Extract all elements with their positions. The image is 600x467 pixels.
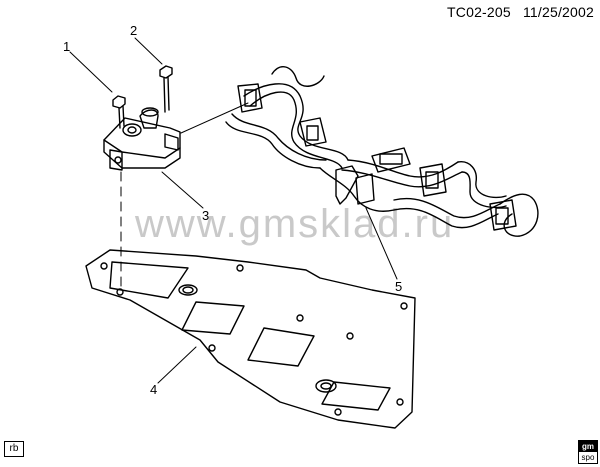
callout-4: 4 [150, 382, 158, 397]
gasket-plate [85, 249, 416, 429]
bolt-1 [112, 95, 126, 129]
wiring-harness [225, 66, 539, 237]
corner-tag: rb [4, 441, 24, 457]
gm-spo-logo: gm spo [578, 440, 598, 464]
callout-3: 3 [202, 208, 210, 223]
drawing-code: TC02-205 [447, 4, 511, 20]
control-module [103, 107, 181, 171]
leader-lines [69, 37, 398, 384]
bolt-2 [159, 65, 173, 113]
drawing-date: 11/25/2002 [522, 4, 594, 20]
logo-bottom: spo [581, 453, 595, 462]
drawing-header: TC02-205 11/25/2002 [439, 4, 594, 20]
callout-1: 1 [63, 39, 71, 54]
logo-top: gm [579, 441, 597, 452]
callout-5: 5 [395, 279, 403, 294]
callout-2: 2 [130, 23, 138, 38]
